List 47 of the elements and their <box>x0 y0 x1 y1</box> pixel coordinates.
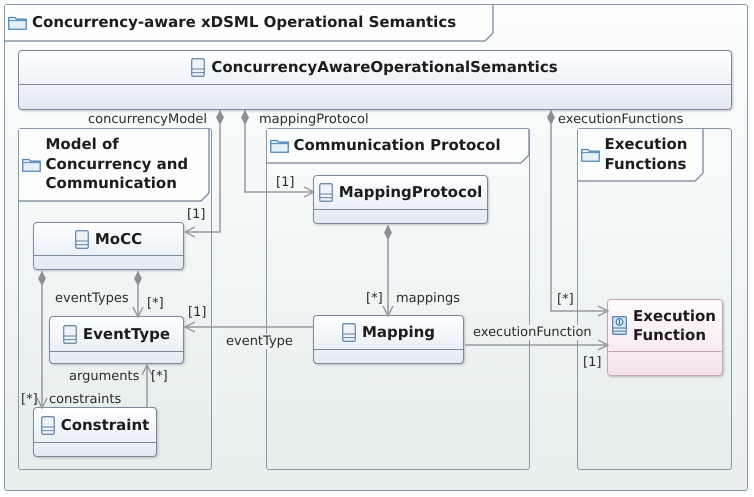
package-title: Execution Functions <box>604 135 688 174</box>
multiplicity-label: [1] <box>276 175 294 190</box>
role-label: arguments <box>68 369 140 384</box>
class-box <box>33 407 157 457</box>
association-arrow <box>141 364 153 408</box>
multiplicity-label: [1] <box>188 305 206 320</box>
class-box <box>33 222 184 270</box>
package-frame <box>18 128 212 470</box>
class-name: Execution Function <box>633 306 717 344</box>
composition-arrow <box>547 110 609 317</box>
package-title: Concurrency-aware xDSML Operational Semantics <box>32 13 456 33</box>
role-label: executionFunction <box>472 325 593 340</box>
multiplicity-label: [*] <box>557 292 574 307</box>
class-name: Mapping <box>362 323 436 342</box>
multiplicity-label: [1] <box>187 207 206 222</box>
class-name: MappingProtocol <box>338 183 482 202</box>
composition-arrow <box>184 110 224 238</box>
class-name: Constraint <box>60 416 150 434</box>
class-name: MoCC <box>94 230 142 248</box>
class-name: ConcurrencyAwareOperationalSemantics <box>211 58 558 76</box>
class-name: EventType <box>82 324 170 344</box>
association-arrow <box>184 321 314 333</box>
package-title: Communication Protocol <box>294 136 501 156</box>
role-label: mappingProtocol <box>258 112 370 127</box>
multiplicity-label: [*] <box>147 296 164 311</box>
multiplicity-label: [*] <box>151 369 168 384</box>
role-label: constraints <box>48 392 122 407</box>
package-frame <box>4 4 748 491</box>
class-box <box>18 50 732 110</box>
composition-arrow <box>132 271 144 318</box>
multiplicity-label: [*] <box>21 392 38 407</box>
multiplicity-label: [*] <box>366 291 383 306</box>
role-label: concurrencyModel <box>87 112 208 127</box>
composition-arrow <box>382 225 394 317</box>
role-label: mappings <box>395 291 462 306</box>
package-title: Model of Concurrency and Communication <box>46 135 190 194</box>
association-arrow <box>465 339 609 351</box>
multiplicity-label: [1] <box>583 355 602 370</box>
role-label: eventType <box>225 334 294 349</box>
role-label: eventTypes <box>54 291 130 306</box>
class-box <box>607 299 723 376</box>
role-label: executionFunctions <box>557 112 684 127</box>
class-box <box>49 316 184 364</box>
composition-arrow <box>241 110 315 198</box>
class-box <box>313 315 464 364</box>
class-box <box>313 175 488 224</box>
composition-arrow <box>36 271 48 409</box>
